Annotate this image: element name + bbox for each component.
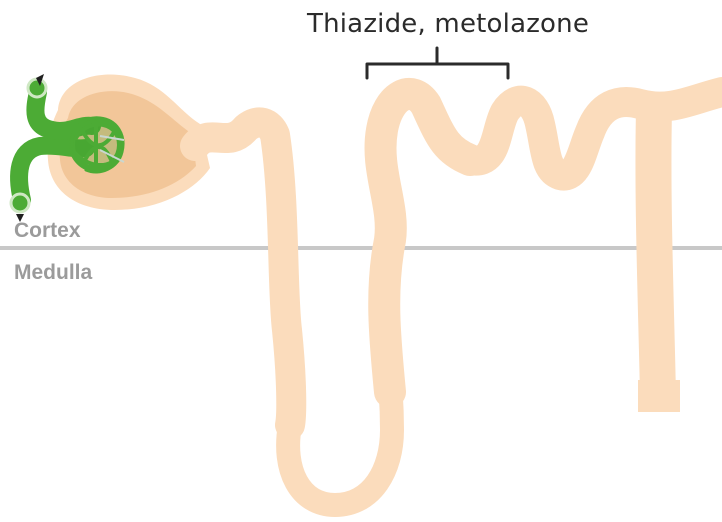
collecting-duct-end: [638, 380, 680, 412]
ascending-limb: [380, 94, 470, 392]
efferent-arteriole-end: [28, 79, 46, 97]
distal-convoluted-tubule: [470, 92, 722, 176]
afferent-arteriole-end: [11, 194, 29, 212]
cortex-label: Cortex: [14, 219, 81, 243]
drug-site-label: Thiazide, metolazone: [307, 9, 589, 39]
collecting-duct: [653, 110, 658, 395]
nephron-tubule: [195, 92, 722, 505]
medulla-label: Medulla: [14, 261, 92, 285]
drug-site-bracket: [367, 48, 508, 78]
